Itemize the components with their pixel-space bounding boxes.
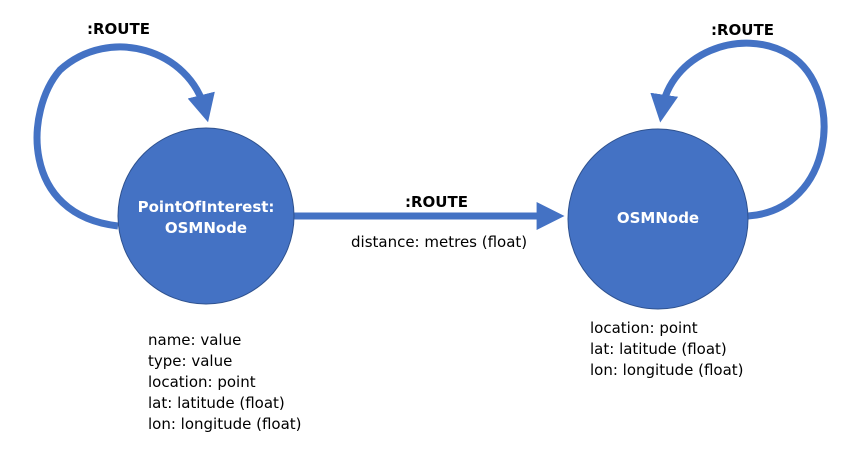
point-of-interest-node[interactable] (117, 127, 295, 305)
right-loop-edge (650, 39, 828, 220)
property-lat: lat: latitude (float) (148, 394, 285, 412)
node-label-line-2: OSMNode (164, 219, 248, 237)
osm-node-label: OSMNode (616, 209, 700, 227)
right-loop-label: :ROUTE (711, 21, 774, 39)
left-loop-label: :ROUTE (87, 20, 150, 38)
property-location: location: point (590, 319, 698, 337)
point-of-interest-node-label: PointOfInterest: OSMNode (118, 197, 294, 239)
route-edge-label: :ROUTE (405, 193, 468, 211)
property-lat: lat: latitude (float) (590, 340, 727, 358)
property-lon: lon: longitude (float) (590, 361, 744, 379)
route-edge-property: distance: metres (float) (351, 233, 528, 251)
point-of-interest-properties: name: value type: value location: point … (148, 330, 302, 435)
osm-node-properties: location: point lat: latitude (float) lo… (590, 318, 744, 381)
property-lon: lon: longitude (float) (148, 415, 302, 433)
left-loop-edge (33, 43, 215, 230)
osm-node[interactable] (567, 128, 749, 310)
property-name: name: value (148, 331, 242, 349)
property-location: location: point (148, 373, 256, 391)
property-type: type: value (148, 352, 233, 370)
node-label-line-1: PointOfInterest: (137, 198, 275, 216)
